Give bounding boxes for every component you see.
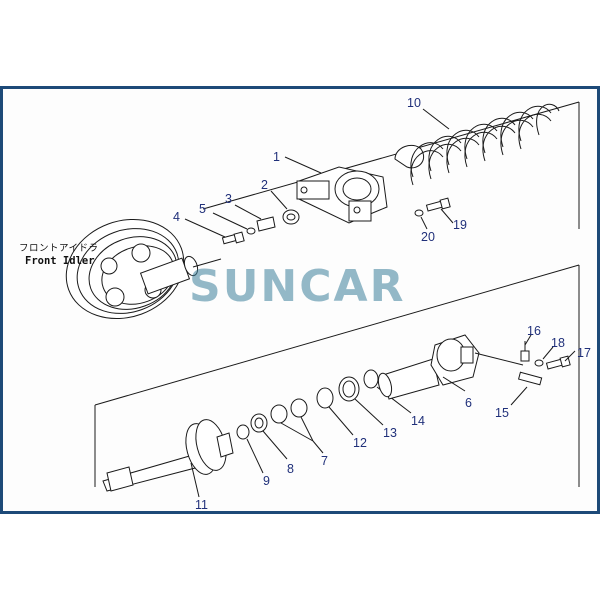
bearing-part-13 xyxy=(338,376,360,402)
part-label-19: 19 xyxy=(453,218,467,232)
part-label-14: 14 xyxy=(411,414,425,428)
part-label-13: 13 xyxy=(383,426,397,440)
part-label-8: 8 xyxy=(287,462,294,476)
snap-ring-part-9 xyxy=(236,424,250,440)
bolt-part-19 xyxy=(425,197,451,212)
part-label-7: 7 xyxy=(321,454,328,468)
part-label-18: 18 xyxy=(551,336,565,350)
part-label-5: 5 xyxy=(199,202,206,216)
fitting-part-16 xyxy=(520,341,530,362)
washer-part-20 xyxy=(414,209,424,217)
washer-part-2 xyxy=(282,209,300,225)
shaft-bracket-part-6 xyxy=(377,334,480,400)
part-label-15: 15 xyxy=(495,406,509,420)
part-label-17: 17 xyxy=(577,346,591,360)
part-label-10: 10 xyxy=(407,96,421,110)
part-label-11: 11 xyxy=(195,498,208,511)
shaft-part-11 xyxy=(102,419,234,492)
bolt-part-17 xyxy=(545,355,571,370)
title-english: Front Idler xyxy=(25,255,95,267)
bolt-part-4 xyxy=(221,231,245,245)
washer-part-18 xyxy=(534,359,544,367)
part-label-16: 16 xyxy=(527,324,541,338)
part-label-20: 20 xyxy=(421,230,435,244)
part-label-1: 1 xyxy=(273,150,280,164)
part-label-12: 12 xyxy=(353,436,367,450)
lock-washer-part-5 xyxy=(246,227,256,235)
bracket-part-1 xyxy=(296,166,388,224)
title-japanese: フロントアイドラ xyxy=(19,243,99,254)
recoil-spring-part-10 xyxy=(394,103,560,186)
watermark-text: SUNCAR xyxy=(189,261,405,312)
part-label-3: 3 xyxy=(225,192,232,206)
part-label-2: 2 xyxy=(261,178,268,192)
bushing-part-12 xyxy=(316,387,334,409)
part-label-4: 4 xyxy=(173,210,180,224)
front-idler-wheel xyxy=(65,218,199,320)
ring-part-8 xyxy=(250,413,268,433)
plate-part-3 xyxy=(256,216,276,232)
seal-part-7 xyxy=(270,398,308,424)
part-label-9: 9 xyxy=(263,474,270,488)
grease-fitting-part-15 xyxy=(517,371,543,386)
snap-ring-part-14 xyxy=(363,369,379,389)
parts-diagram: SUNCAR xyxy=(19,96,591,511)
diagram-frame: SUNCAR xyxy=(0,86,600,514)
part-label-6: 6 xyxy=(465,396,472,410)
